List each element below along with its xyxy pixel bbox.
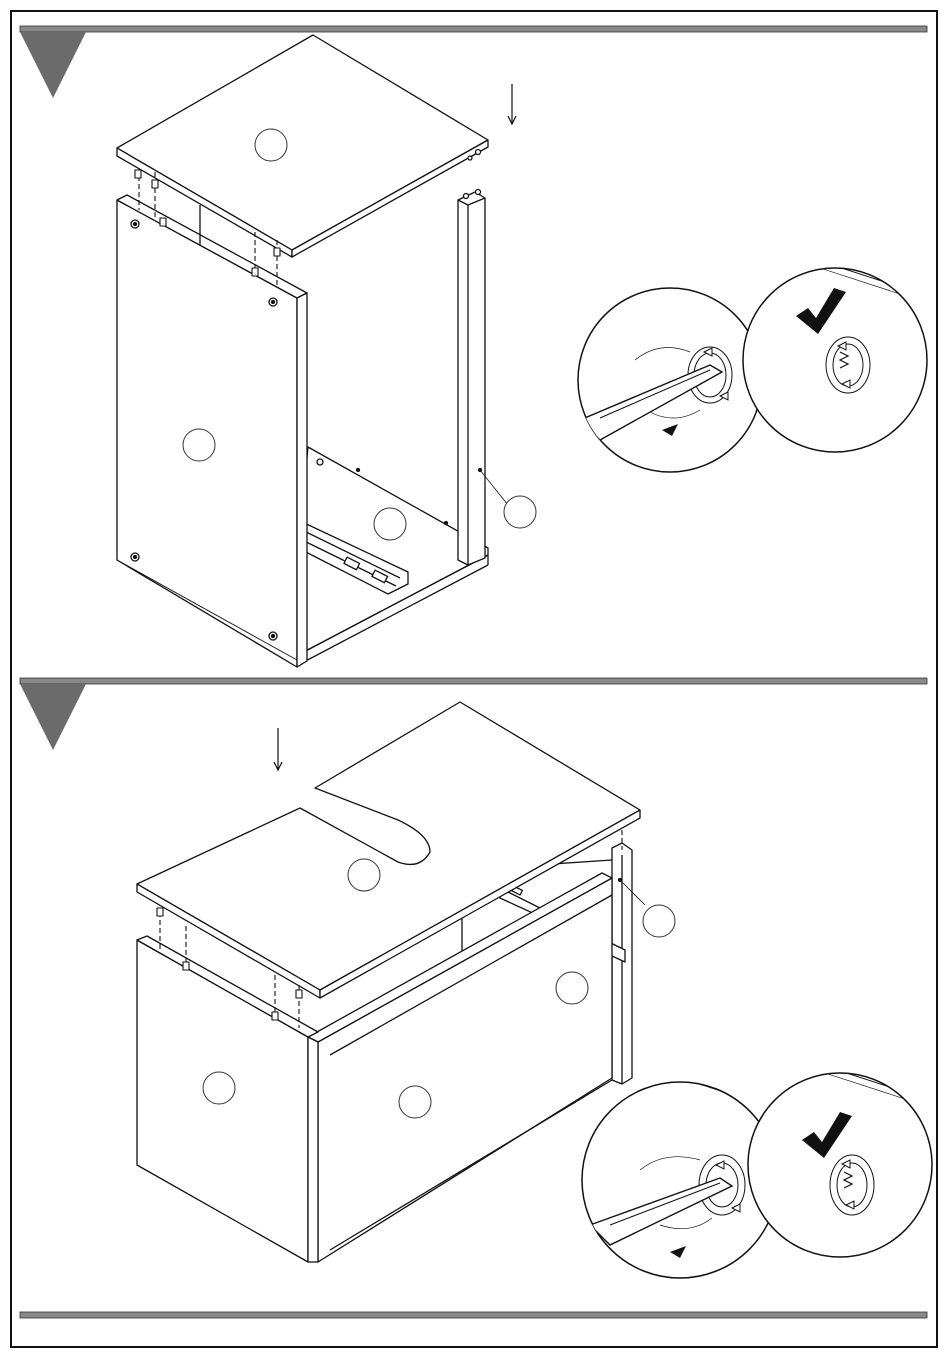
step-1-panel [20, 26, 940, 667]
rail-post [458, 190, 485, 566]
part-marker-rail [504, 496, 536, 528]
side-panel [117, 195, 307, 667]
insert-arrow-icon [274, 728, 282, 770]
part-marker-side [203, 1072, 235, 1104]
step-2-header-band [20, 678, 927, 684]
part-marker-back [399, 1086, 431, 1118]
insert-arrow-icon [508, 84, 516, 124]
part-marker-inner-panel [556, 972, 588, 1004]
part-marker-side [183, 429, 215, 461]
step-2-marker [20, 684, 86, 750]
footer-band [20, 1312, 927, 1318]
step-1-header-band [20, 26, 927, 32]
part-marker-end-panel [643, 905, 675, 937]
step-1-marker [20, 32, 86, 98]
part-marker-top [255, 129, 287, 161]
cam-lock-turning-inset [578, 288, 762, 472]
part-marker-countertop [348, 859, 380, 891]
step-2-panel [20, 678, 945, 1278]
cabinet-drawing-1 [117, 35, 508, 667]
cam-lock-detail-1 [560, 235, 940, 472]
part-marker-bottom [374, 508, 406, 540]
